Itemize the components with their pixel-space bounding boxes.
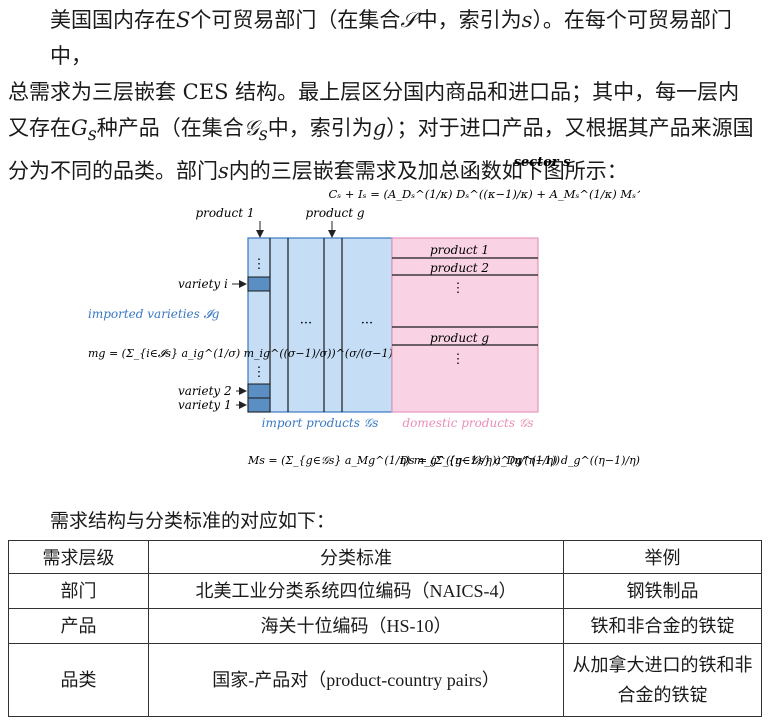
nested-ces-diagram: sector s Cₛ + Iₛ = (A_Dₛ^(1/κ) Dₛ^((κ−1)… [88,155,640,467]
variety-i-cell [247,276,271,292]
table-row: 部门 北美工业分类系统四位编码（NAICS-4） 钢铁制品 [8,573,762,609]
paragraph-line-2: 总需求为三层嵌套 CES 结构。最上层区分国内商品和进口品；其中，每一层内 [8,80,740,104]
domestic-products-label: domestic products 𝒢s [402,416,533,430]
paragraph-line-3: 又存在Gs种产品（在集合𝒢s中，索引为g）；对于进口产品，又根据其产品来源国 [8,116,754,146]
table-cell: 铁和非合金的铁锭 [563,608,762,644]
import-block [247,237,393,413]
variety-dots-bottom: ⋮ [253,365,266,380]
import-products-label: import products 𝒢s [262,416,379,430]
product-g-top-label: product g [305,206,364,220]
intro-paragraph: 美国国内存在S个可贸易部门（在集合𝒮中，索引为s）。在每个可贸易部门中， 总需求… [8,2,766,189]
table-cell: 从加拿大进口的铁和非合金的铁锭 [563,643,762,717]
paragraph-line-1: 美国国内存在S个可贸易部门（在集合𝒮中，索引为s）。在每个可贸易部门中， [50,8,732,68]
sector-formula: Cₛ + Iₛ = (A_Dₛ^(1/κ) Dₛ^((κ−1)/κ) + A_M… [329,187,640,201]
D-formula: Ds = (Σ_{g∈𝒢s} a_Dg^(1/η) d_g^((η−1)/η))… [399,454,640,467]
domestic-dots-1: ⋮ [452,281,465,296]
domestic-block [391,237,539,413]
classification-table: 需求层级 分类标准 举例 部门 北美工业分类系统四位编码（NAICS-4） 钢铁… [8,540,762,717]
table-cell: 国家-产品对（product-country pairs） [148,643,564,717]
domestic-dots-2: ⋮ [452,352,465,367]
domestic-product-2-label: product 2 [430,261,489,275]
product-1-top-label: product 1 [195,206,254,220]
table-cell: 北美工业分类系统四位编码（NAICS-4） [148,573,564,609]
table-cell: 海关十位编码（HS-10） [148,608,564,644]
table-cell: 品类 [8,643,149,717]
paragraph-line-4: 分为不同的品类。部门s内的三层嵌套需求及加总函数如下图所示： [8,159,628,184]
table-cell: 部门 [8,573,149,609]
m-formula: mg = (Σ_{i∈𝓘s} a_ig^(1/σ) m_ig^((σ−1)/σ)… [88,347,397,360]
variety-1-label: variety 1 [178,398,232,412]
table-cell: 钢铁制品 [563,573,762,609]
variety-dots-top: ⋮ [253,257,266,272]
table-header-cell: 举例 [563,540,762,574]
table-row: 品类 国家-产品对（product-country pairs） 从加拿大进口的… [8,643,762,717]
domestic-product-g-label: product g [430,331,489,345]
table-cell: 产品 [8,608,149,644]
sector-title: sector s [514,155,572,170]
import-dots-1: ··· [300,316,312,331]
domestic-product-1-label: product 1 [430,243,489,257]
variety-i-label: variety i [178,277,228,291]
import-dots-2: ··· [361,316,373,331]
table-row: 产品 海关十位编码（HS-10） 铁和非合金的铁锭 [8,608,762,644]
table-header-cell: 分类标准 [148,540,564,574]
table-caption: 需求结构与分类标准的对应如下： [50,510,336,532]
variety-1-cell [247,397,271,413]
imported-varieties-label: imported varieties 𝓘g [88,307,220,321]
table-header-cell: 需求层级 [8,540,149,574]
M-formula: Ms = (Σ_{g∈𝒢s} a_Mg^(1/η) m_g^((η−1)/η))… [247,454,560,467]
variety-2-cell [247,383,271,399]
variety-2-label: variety 2 [178,384,232,398]
table-header-row: 需求层级 分类标准 举例 [8,540,762,574]
